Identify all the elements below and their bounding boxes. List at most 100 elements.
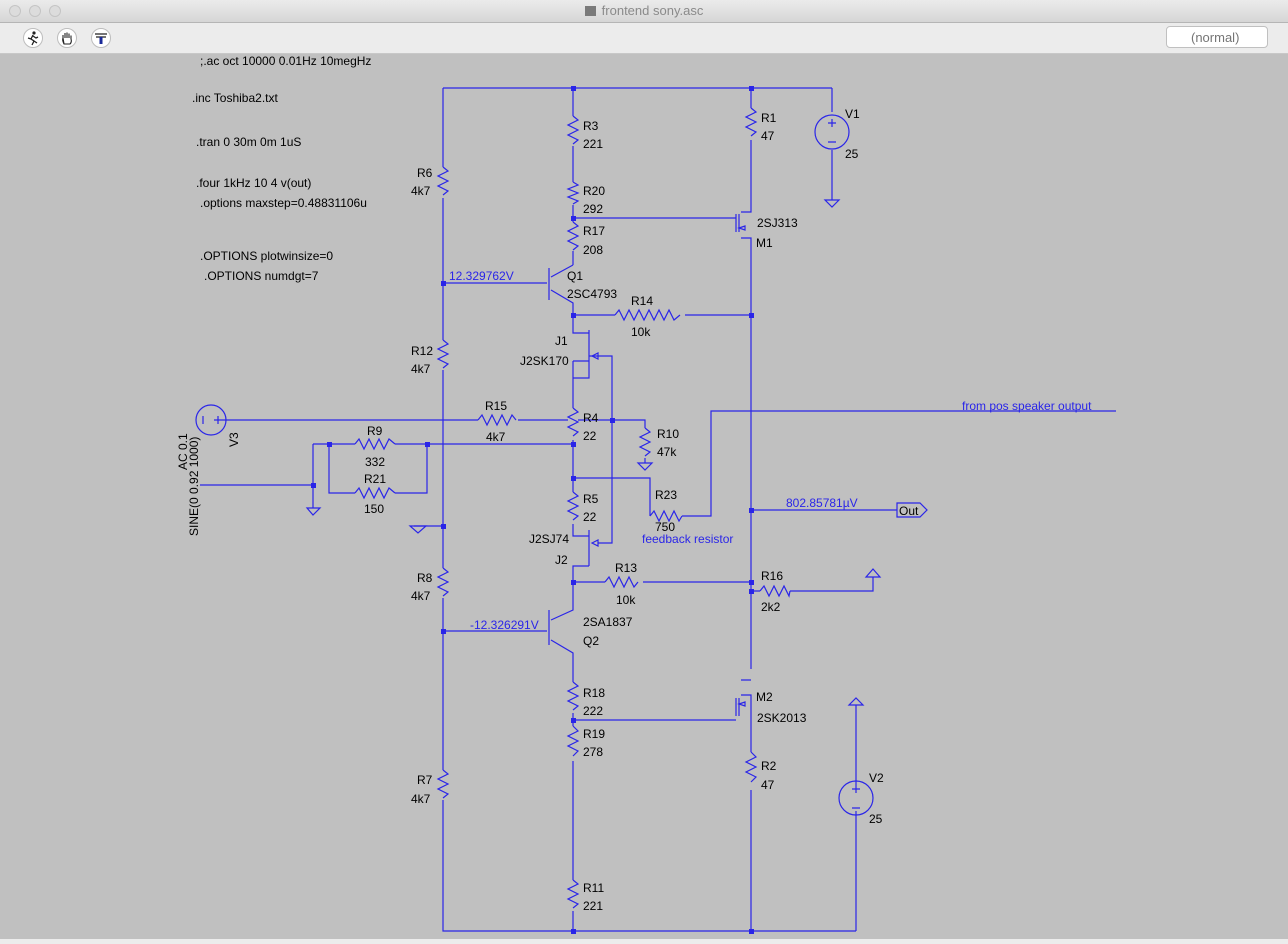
out-port-symbol bbox=[896, 502, 928, 518]
r9-name: R9 bbox=[367, 424, 383, 438]
r10-name: R10 bbox=[657, 427, 679, 441]
output-voltage: 802.85781µV bbox=[786, 496, 858, 510]
document-icon bbox=[584, 6, 596, 16]
r11-name: R11 bbox=[583, 881, 604, 895]
r2-name: R2 bbox=[761, 759, 777, 773]
r8-symbol bbox=[436, 567, 450, 597]
r17-value: 208 bbox=[583, 243, 603, 257]
r14-value: 10k bbox=[631, 325, 651, 339]
r23-value: 750 bbox=[655, 520, 675, 534]
r14-name: R14 bbox=[631, 294, 653, 308]
directive-inc: .inc Toshiba2.txt bbox=[192, 91, 278, 105]
zoom-window-button[interactable] bbox=[49, 5, 61, 17]
r23-name: R23 bbox=[655, 488, 677, 502]
close-window-button[interactable] bbox=[9, 5, 21, 17]
directive-tran: .tran 0 30m 0m 1uS bbox=[196, 135, 301, 149]
directive-ac: ;.ac oct 10000 0.01Hz 10megHz bbox=[200, 54, 371, 68]
r21-symbol bbox=[354, 486, 396, 500]
r18-symbol bbox=[566, 681, 580, 711]
r4-value: 22 bbox=[583, 429, 597, 443]
r15-name: R15 bbox=[485, 399, 507, 413]
r15-symbol bbox=[477, 413, 517, 427]
r16-value: 2k2 bbox=[761, 600, 781, 614]
voltage-sources bbox=[195, 114, 874, 816]
r12-value: 4k7 bbox=[411, 362, 431, 376]
hand-icon[interactable] bbox=[57, 28, 77, 48]
r18-value: 222 bbox=[583, 704, 603, 718]
r16-name: R16 bbox=[761, 569, 783, 583]
v3-name: V3 bbox=[227, 432, 241, 447]
r9-symbol bbox=[354, 437, 396, 451]
r3-value: 221 bbox=[583, 137, 603, 151]
v1-name: V1 bbox=[845, 107, 860, 121]
r5-value: 22 bbox=[583, 510, 597, 524]
v3-sine: SINE(0 0.92 1000) bbox=[187, 437, 201, 536]
r6-value: 4k7 bbox=[411, 184, 431, 198]
directive-numdgt: .OPTIONS numdgt=7 bbox=[204, 269, 319, 283]
v3-symbol bbox=[195, 404, 227, 436]
r6-name: R6 bbox=[417, 166, 433, 180]
r19-name: R19 bbox=[583, 727, 605, 741]
m1-model: 2SJ313 bbox=[757, 216, 798, 230]
r7-name: R7 bbox=[417, 773, 433, 787]
out-port-label: Out bbox=[899, 504, 919, 518]
junction-dots bbox=[311, 86, 754, 934]
q2-name: Q2 bbox=[583, 634, 599, 648]
r2-value: 47 bbox=[761, 778, 775, 792]
directive-maxstep: .options maxstep=0.48831106u bbox=[200, 196, 367, 210]
r15-value: 4k7 bbox=[486, 430, 506, 444]
r1-symbol bbox=[744, 107, 758, 137]
r5-symbol bbox=[566, 491, 580, 521]
r3-symbol bbox=[566, 115, 580, 145]
r9-value: 332 bbox=[365, 455, 385, 469]
r10-symbol bbox=[638, 427, 652, 457]
r20-value: 292 bbox=[583, 202, 603, 216]
r13-symbol bbox=[604, 575, 639, 589]
r1-name: R1 bbox=[761, 111, 777, 125]
grounds bbox=[305, 199, 882, 706]
run-icon[interactable] bbox=[23, 28, 43, 48]
r11-value: 221 bbox=[583, 899, 603, 913]
wires bbox=[200, 87, 1116, 932]
search-input[interactable] bbox=[1166, 26, 1268, 48]
r8-value: 4k7 bbox=[411, 589, 431, 603]
m2-model: 2SK2013 bbox=[757, 711, 807, 725]
title-bar: frontend sony.asc bbox=[0, 0, 1288, 23]
fet-arrows bbox=[590, 225, 746, 707]
r10-value: 47k bbox=[657, 445, 677, 459]
v3-ac: AC 0.1 bbox=[176, 433, 190, 470]
r5-name: R5 bbox=[583, 492, 599, 506]
r21-value: 150 bbox=[364, 502, 384, 516]
q2-model: 2SA1837 bbox=[583, 615, 633, 629]
q1-model: 2SC4793 bbox=[567, 287, 617, 301]
j2-model: J2SJ74 bbox=[529, 532, 569, 546]
j1-name: J1 bbox=[555, 334, 568, 348]
j1-model: J2SK170 bbox=[520, 354, 569, 368]
r13-value: 10k bbox=[616, 593, 636, 607]
r19-value: 278 bbox=[583, 745, 603, 759]
minimize-window-button[interactable] bbox=[29, 5, 41, 17]
r17-name: R17 bbox=[583, 224, 605, 238]
v2-name: V2 bbox=[869, 771, 884, 785]
resistors bbox=[354, 107, 791, 909]
r4-symbol bbox=[566, 407, 580, 437]
v1-symbol bbox=[814, 114, 850, 150]
r16-symbol bbox=[759, 584, 791, 598]
m2-name: M2 bbox=[756, 690, 773, 704]
r20-name: R20 bbox=[583, 184, 605, 198]
v1-value: 25 bbox=[845, 147, 859, 161]
r13-name: R13 bbox=[615, 561, 637, 575]
r14-symbol bbox=[614, 308, 681, 322]
r12-symbol bbox=[436, 339, 450, 369]
r23-symbol bbox=[649, 509, 683, 523]
r12-name: R12 bbox=[411, 344, 433, 358]
r6-symbol bbox=[436, 166, 450, 196]
q2-base-voltage: -12.326291V bbox=[470, 618, 539, 632]
r20-symbol bbox=[566, 181, 580, 205]
toolbar bbox=[0, 23, 1288, 54]
r17-symbol bbox=[566, 221, 580, 251]
q1-base-voltage: 12.329762V bbox=[449, 269, 514, 283]
probe-icon[interactable] bbox=[91, 28, 111, 48]
schematic-canvas[interactable]: ;.ac oct 10000 0.01Hz 10megHz .inc Toshi… bbox=[0, 54, 1288, 939]
directive-four: .four 1kHz 10 4 v(out) bbox=[196, 176, 311, 190]
